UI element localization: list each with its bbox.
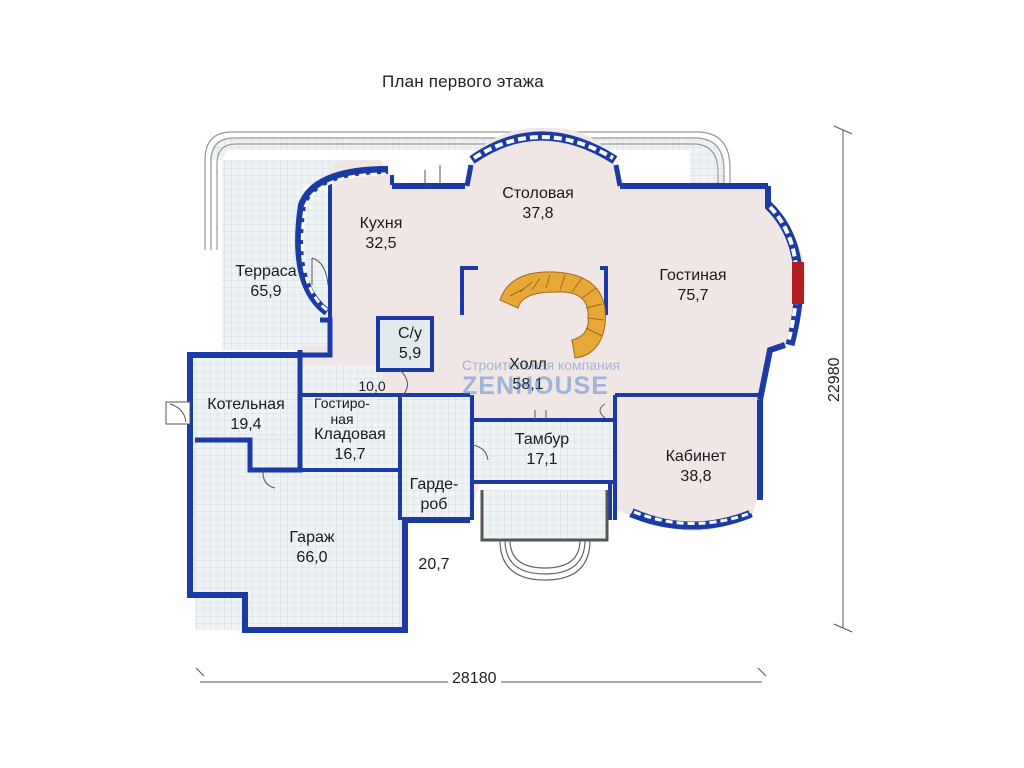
room-guest-area: 10,0 <box>358 378 385 394</box>
room-storage: Кладовая 16,7 <box>314 425 386 465</box>
room-area: 10,0 <box>358 378 386 394</box>
room-area: 17,1 <box>526 451 558 468</box>
room-wc: С/у 5,9 <box>398 324 422 364</box>
room-area: 58,1 <box>512 376 544 393</box>
terrace-area <box>204 131 731 350</box>
staircase-icon <box>499 271 606 359</box>
watermark-brand: ZENHOUSE <box>462 372 609 400</box>
room-name: Котельная <box>207 396 285 413</box>
room-kitchen: Кухня 32,5 <box>360 214 403 254</box>
room-vestibule: Тамбур 17,1 <box>515 430 569 470</box>
fireplace-icon <box>792 262 804 304</box>
doors <box>262 165 606 489</box>
width-dimension: 28180 <box>448 670 501 688</box>
room-area: 37,8 <box>522 205 554 222</box>
boiler-side-door <box>165 401 191 425</box>
room-garage: Гараж 66,0 <box>289 528 334 568</box>
room-area: 75,7 <box>677 287 709 304</box>
room-name: Кабинет <box>665 448 727 465</box>
room-living: Гостиная 75,7 <box>659 266 726 306</box>
room-name: Терраса <box>235 263 297 280</box>
watermark: Строительная компания ZENHOUSE <box>462 358 620 400</box>
dimension-lines <box>195 125 853 683</box>
room-name: Гараж <box>289 529 335 546</box>
room-boiler: Котельная 19,4 <box>207 395 284 435</box>
room-name: С/у <box>398 325 422 342</box>
room-area: 38,8 <box>680 468 712 485</box>
room-area: 32,5 <box>365 235 397 252</box>
room-terrace: Терраса 65,9 <box>235 262 296 302</box>
tiled-rooms <box>190 318 617 630</box>
room-name: Столовая <box>502 185 574 202</box>
room-name: Гарде- роб <box>409 476 459 513</box>
room-name: Гостиная <box>659 267 727 284</box>
room-name: Кухня <box>359 215 403 232</box>
room-name: Тамбур <box>514 431 570 448</box>
room-area: 5,9 <box>398 345 422 362</box>
room-name: Кладовая <box>314 426 386 443</box>
room-name: Гостиро- ная <box>314 395 370 427</box>
room-wardrobe: Гарде- роб 20,7 <box>410 435 459 595</box>
watermark-company: Строительная компания <box>462 357 621 373</box>
depth-dimension: 22980 <box>826 357 843 403</box>
room-area: 65,9 <box>250 283 282 300</box>
room-guest: Гостиро- ная 10,0 <box>314 363 370 459</box>
room-dining: Столовая 37,8 <box>502 184 574 224</box>
room-study: Кабинет 38,8 <box>666 447 727 487</box>
plan-title: План первого этажа <box>382 72 544 91</box>
room-area: 16,7 <box>334 446 366 463</box>
room-area: 19,4 <box>230 416 262 433</box>
room-name: Холл <box>509 356 547 373</box>
room-hall: Холл 58,1 <box>509 355 547 395</box>
room-area: 20,7 <box>418 556 450 573</box>
room-area: 66,0 <box>296 549 328 566</box>
